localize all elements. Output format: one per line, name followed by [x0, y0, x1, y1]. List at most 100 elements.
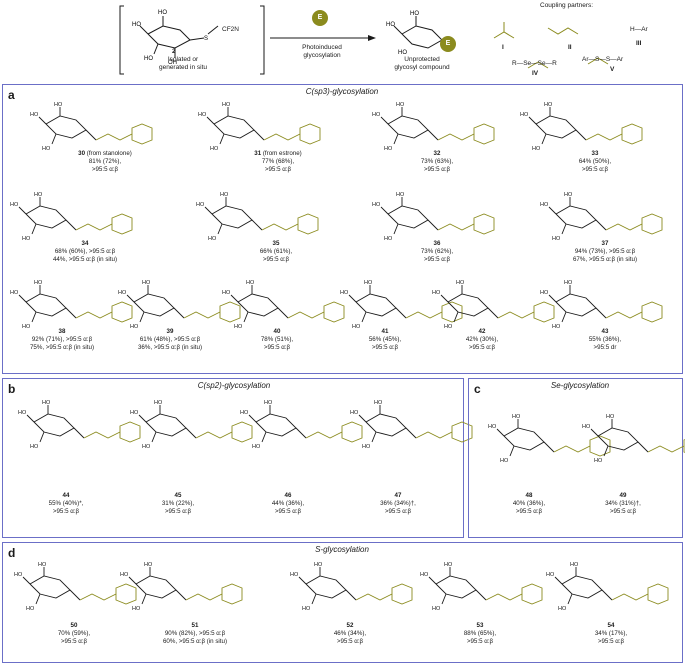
svg-text:HO: HO: [144, 56, 153, 62]
svg-text:HO: HO: [120, 572, 129, 578]
compound-id: 46: [284, 492, 292, 499]
compound-selectivity: 60%, >95:5 α:β (in situ): [162, 638, 228, 646]
compound-yield: 68% (60%), >95:5 α:β: [54, 248, 116, 256]
partner-IV-roman: IV: [532, 70, 539, 77]
compound-number: 40: [222, 328, 332, 336]
compound-number: 31 (from estrone): [198, 150, 358, 158]
compound-selectivity: >95:5 α:β: [597, 638, 625, 646]
svg-text:HO: HO: [500, 458, 509, 464]
svg-text:HO: HO: [222, 102, 231, 108]
compound-selectivity: >95:5 α:β: [466, 638, 494, 646]
compound-id: 54: [607, 622, 615, 629]
svg-text:HO: HO: [208, 236, 217, 242]
svg-text:HO: HO: [372, 112, 381, 118]
compound-id: 48: [525, 492, 533, 499]
reagent-bracket: HO HO OH HO S: [119, 5, 265, 75]
coupling-title: Coupling partners:: [540, 2, 594, 9]
compound-id: 51: [191, 622, 199, 629]
compound-number: 37: [540, 240, 670, 248]
compound-selectivity: >95:5 α:β: [371, 344, 399, 352]
reagent-group-label: CF2N: [222, 26, 239, 33]
compound-yield: 90% (82%), >95:5 α:β: [164, 630, 226, 638]
svg-text:HO: HO: [158, 10, 167, 16]
reaction-arrow: [270, 35, 376, 41]
compound-number: 38: [10, 328, 114, 336]
compound-yield: 56% (45%),: [368, 336, 402, 344]
compound-yield: 92% (71%), >95:5 α:β: [31, 336, 93, 344]
partner-V-label: Ar—S—S—Ar: [582, 56, 624, 63]
panel-c: [468, 378, 683, 538]
svg-text:HO: HO: [144, 562, 153, 568]
svg-text:HO: HO: [570, 562, 579, 568]
compound-number: 36: [372, 240, 502, 248]
compound-label-31: 31 (from estrone)77% (68%),>95:5 α:β: [198, 150, 358, 175]
svg-text:S: S: [204, 36, 208, 42]
svg-text:HO: HO: [154, 400, 163, 406]
compound-id: 37: [601, 240, 609, 247]
compound-selectivity: >95:5 α:β: [384, 508, 412, 516]
svg-text:HO: HO: [444, 562, 453, 568]
compound-number: 43: [540, 328, 670, 336]
compound-selectivity: >95:5 α:β: [468, 344, 496, 352]
compound-yield: 31% (22%),: [161, 500, 195, 508]
compound-id: 32: [433, 150, 441, 157]
compound-id: 43: [601, 328, 609, 335]
compound-selectivity: 67%, >95:5 α:β (in situ): [572, 256, 638, 264]
compound-yield: 61% (48%), >95:5 α:β: [139, 336, 201, 344]
compound-yield: 70% (59%),: [57, 630, 91, 638]
compound-number: 44: [14, 492, 118, 500]
compound-yield: 81% (72%),: [88, 158, 122, 166]
compound-yield: 66% (61%),: [259, 248, 293, 256]
compound-selectivity: >95:5 α:β: [336, 638, 364, 646]
svg-text:HO: HO: [420, 572, 429, 578]
svg-text:HO: HO: [42, 146, 51, 152]
panel-b-title: C(sp2)-glycosylation: [197, 381, 271, 390]
compound-selectivity: 44%, >95:5 α:β (in situ): [52, 256, 118, 264]
compound-source-note: (from estrone): [261, 150, 302, 157]
compound-id: 31: [254, 150, 262, 157]
compound-id: 38: [58, 328, 66, 335]
compound-yield: 40% (36%),: [512, 500, 546, 508]
compound-id: 50: [70, 622, 78, 629]
partner-III-label: H—Ar: [630, 26, 648, 33]
compound-yield: 34% (31%)†,: [605, 500, 641, 508]
panel-c-title: Se-glycosylation: [550, 381, 610, 390]
compound-number: 41: [340, 328, 430, 336]
compound-selectivity: >95:5 α:β: [52, 508, 80, 516]
panel-c-letter: c: [474, 382, 481, 396]
compound-yield: 46% (34%),: [333, 630, 367, 638]
svg-text:HO: HO: [54, 102, 63, 108]
arrow-caption: Photoinduced glycosylation: [302, 44, 342, 59]
compound-selectivity: >95:5 α:β: [274, 508, 302, 516]
compound-id: 35: [272, 240, 280, 247]
compound-yield: 73% (62%),: [420, 248, 454, 256]
svg-text:OH: OH: [168, 60, 177, 66]
svg-text:HO: HO: [130, 410, 139, 416]
svg-text:HO: HO: [234, 324, 243, 330]
compound-number: 34: [10, 240, 160, 248]
svg-text:HO: HO: [512, 414, 521, 420]
reaction-scheme: HO HO OH HO S CF2N 2 Isolated or generat…: [0, 0, 685, 82]
compound-yield: 34% (17%),: [594, 630, 628, 638]
compound-number: 51: [120, 622, 270, 630]
svg-text:HO: HO: [34, 280, 43, 286]
svg-text:HO: HO: [456, 280, 465, 286]
svg-text:HO: HO: [544, 102, 553, 108]
svg-text:HO: HO: [290, 572, 299, 578]
